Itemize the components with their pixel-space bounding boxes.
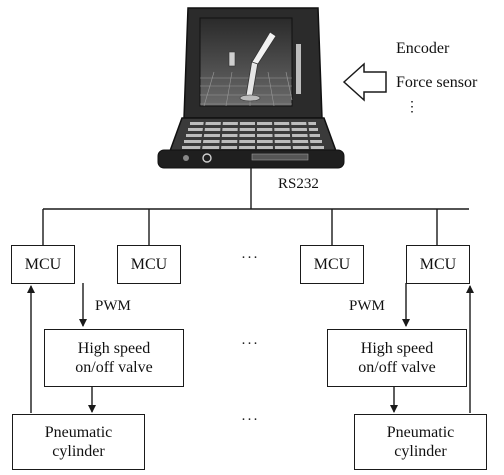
mcu-row-ellipsis: ··· [241,250,259,266]
force-sensor-label: Force sensor [396,74,478,91]
left-valve-box: High speed on/off valve [44,329,184,387]
robot-arm-icon [228,31,277,102]
left-pwm-label: PWM [95,298,131,314]
valve-row-ellipsis: ··· [241,336,259,352]
left-cylinder-box: Pneumatic cylinder [12,414,145,470]
cylinder-row-ellipsis: ··· [241,412,259,428]
keyboard-icon [182,122,324,149]
mcu-box-1: MCU [11,245,75,284]
laptop-computer-icon [157,7,345,169]
right-valve-box: High speed on/off valve [327,329,467,387]
input-arrow-icon [342,62,387,102]
mcu-box-3: MCU [300,245,364,284]
rs232-bus [42,168,469,245]
right-pwm-label: PWM [349,298,385,314]
encoder-label: Encoder [396,40,450,57]
inputs-ellipsis: ⋮ [405,100,419,115]
rs232-label: RS232 [278,176,319,192]
mcu-box-2: MCU [117,245,181,284]
right-cylinder-box: Pneumatic cylinder [354,414,487,470]
mcu-box-4: MCU [406,245,470,284]
